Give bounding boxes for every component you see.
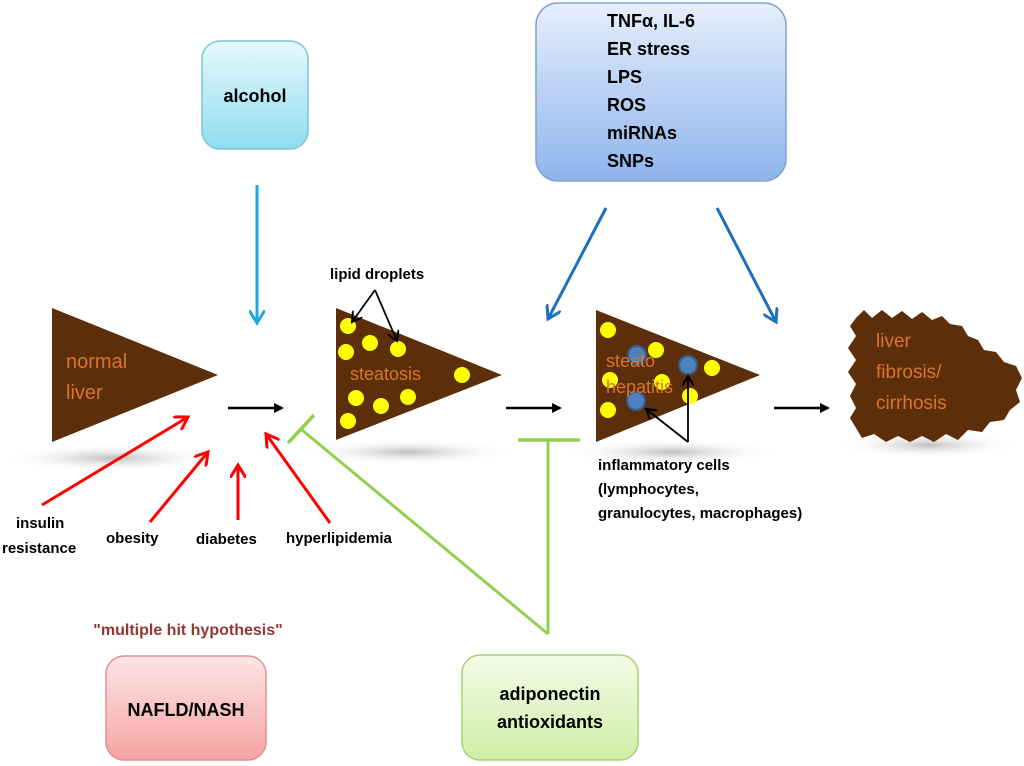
- factor-item: SNPs: [607, 151, 654, 171]
- factors-arrow-right: [715, 207, 776, 322]
- insulin-label: insulin: [16, 515, 64, 532]
- lipid-droplets: [338, 318, 470, 429]
- factors-arrow-left: [548, 207, 608, 319]
- obesity-arrow: [148, 452, 208, 523]
- fibrosis-label: liver: [876, 331, 912, 352]
- lipid-droplet: [648, 342, 664, 358]
- shadow: [2, 444, 222, 472]
- inflammatory-cell: [627, 345, 647, 365]
- inhibit-bar: [286, 413, 316, 445]
- hepatitis-droplets: [600, 322, 720, 418]
- alcohol-box: [201, 40, 309, 150]
- inflammatory-label-line: granulocytes, macrophages): [598, 505, 802, 522]
- hyperlipidemia-arrow: [266, 434, 332, 524]
- inflammatory-label-line: inflammatory cells: [598, 457, 730, 474]
- shadow: [564, 439, 780, 465]
- risk-factor-labels: insulin resistance obesity diabetes hype…: [2, 515, 393, 557]
- normal-liver-label: normal: [66, 351, 127, 373]
- protective-label: adiponectin: [499, 684, 600, 704]
- nafld-box: [105, 655, 267, 761]
- factor-item: ROS: [607, 95, 646, 115]
- inhibit-line: [301, 428, 549, 636]
- lipid-droplet: [600, 402, 616, 418]
- lipid-pointer: [352, 289, 376, 322]
- fibrosis-label: cirrhosis: [876, 393, 947, 414]
- protective-label: antioxidants: [497, 712, 603, 732]
- lipid-pointer: [374, 289, 397, 341]
- fibrosis-liver-shape: [848, 310, 1022, 442]
- inflammatory-cells: [626, 345, 698, 411]
- inflammatory-cell: [678, 355, 698, 375]
- lipid-droplets-label: lipid droplets: [330, 266, 424, 283]
- lipid-droplet: [338, 344, 354, 360]
- hypothesis-label: "multiple hit hypothesis": [93, 622, 282, 639]
- lipid-droplet: [348, 390, 364, 406]
- lipid-droplet: [600, 322, 616, 338]
- lipid-droplet: [454, 367, 470, 383]
- factors-box: [535, 2, 787, 182]
- protective-box: [461, 654, 639, 761]
- factor-item: ER stress: [607, 39, 690, 59]
- lipid-droplet: [602, 372, 618, 388]
- lipid-droplet: [390, 341, 406, 357]
- diabetes-label: diabetes: [196, 531, 257, 548]
- obesity-label: obesity: [106, 530, 159, 547]
- normal-liver-shape: [52, 308, 218, 442]
- steatohepatitis-label: hepatitis: [606, 377, 673, 397]
- hyperlipidemia-label: hyperlipidemia: [286, 530, 393, 547]
- factor-item: miRNAs: [607, 123, 677, 143]
- lipid-droplet: [373, 398, 389, 414]
- shadow: [300, 439, 516, 465]
- steatosis-label: steatosis: [350, 364, 421, 384]
- alcohol-label: alcohol: [223, 86, 286, 106]
- lipid-droplet: [654, 374, 670, 390]
- lipid-droplet: [704, 360, 720, 376]
- steatohepatitis-label: steato: [606, 351, 655, 371]
- lipid-droplet: [340, 413, 356, 429]
- nafld-label: NAFLD/NASH: [128, 700, 245, 720]
- inflammatory-label: inflammatory cells (lymphocytes, granulo…: [598, 457, 802, 522]
- steatohepatitis-liver-shape: [596, 310, 760, 442]
- insulin-arrow: [41, 417, 188, 507]
- inflammatory-label-line: (lymphocytes,: [598, 481, 699, 498]
- normal-liver-label: liver: [66, 382, 103, 404]
- insulin-label: resistance: [2, 540, 76, 557]
- fibrosis-label: fibrosis/: [876, 362, 942, 383]
- inflammatory-cell: [626, 391, 646, 411]
- lipid-droplet: [362, 335, 378, 351]
- factors-list: TNFα, IL-6 ER stress LPS ROS miRNAs SNPs: [607, 11, 695, 171]
- inflammatory-pointer: [646, 409, 689, 443]
- factor-item: LPS: [607, 67, 642, 87]
- factor-item: TNFα, IL-6: [607, 11, 695, 31]
- lipid-droplet: [400, 389, 416, 405]
- lipid-droplet: [682, 388, 698, 404]
